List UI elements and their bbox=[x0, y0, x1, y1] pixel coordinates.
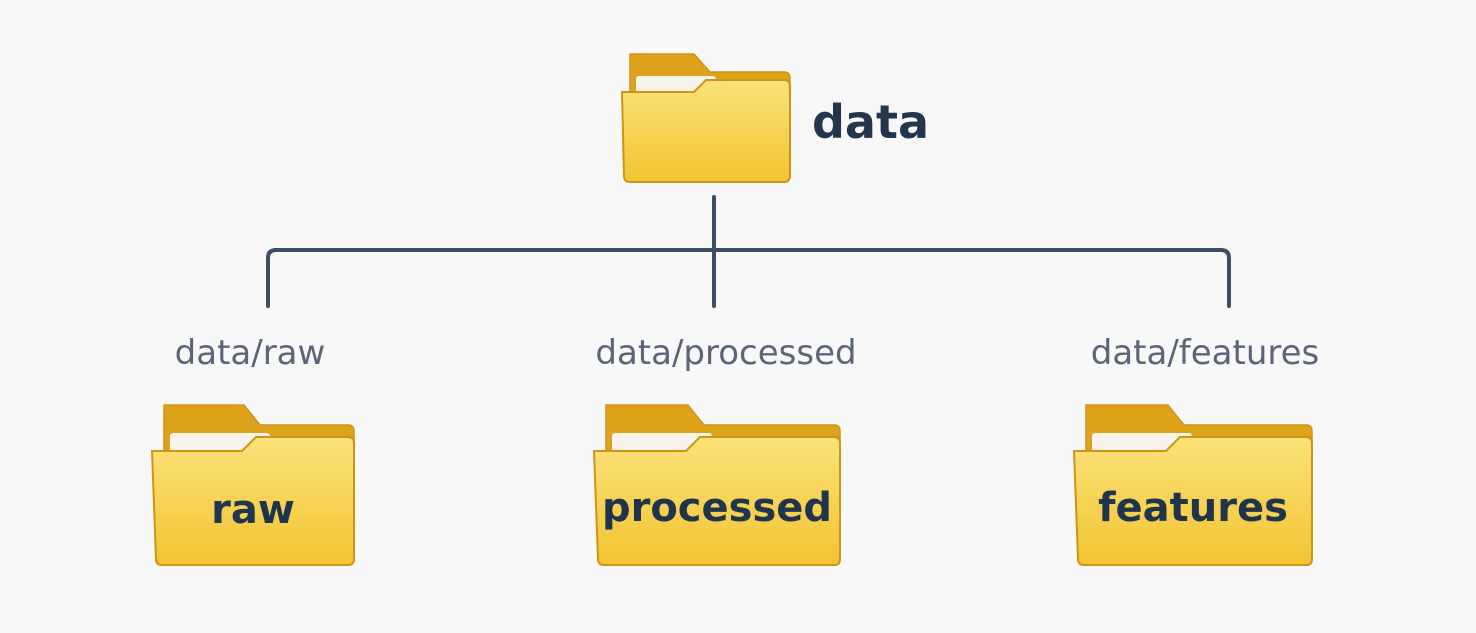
folder-raw-label: raw bbox=[211, 487, 295, 533]
folder-features[interactable]: features bbox=[1072, 403, 1314, 567]
folder-icon bbox=[592, 404, 841, 566]
path-label-raw: data/raw bbox=[174, 333, 326, 373]
folder-processed-label: processed bbox=[601, 485, 833, 531]
folder-raw[interactable]: raw bbox=[150, 403, 356, 567]
folder-icon bbox=[150, 404, 355, 566]
root-folder[interactable] bbox=[620, 52, 792, 184]
horizontal-branch-line bbox=[266, 248, 1231, 308]
path-label-features: data/features bbox=[1090, 333, 1320, 373]
path-label-processed: data/processed bbox=[595, 333, 857, 373]
folder-features-label: features bbox=[1098, 485, 1288, 531]
root-folder-label: data bbox=[812, 95, 929, 149]
folder-processed[interactable]: processed bbox=[592, 403, 842, 567]
folder-icon bbox=[1072, 404, 1313, 566]
folder-icon bbox=[620, 53, 791, 183]
